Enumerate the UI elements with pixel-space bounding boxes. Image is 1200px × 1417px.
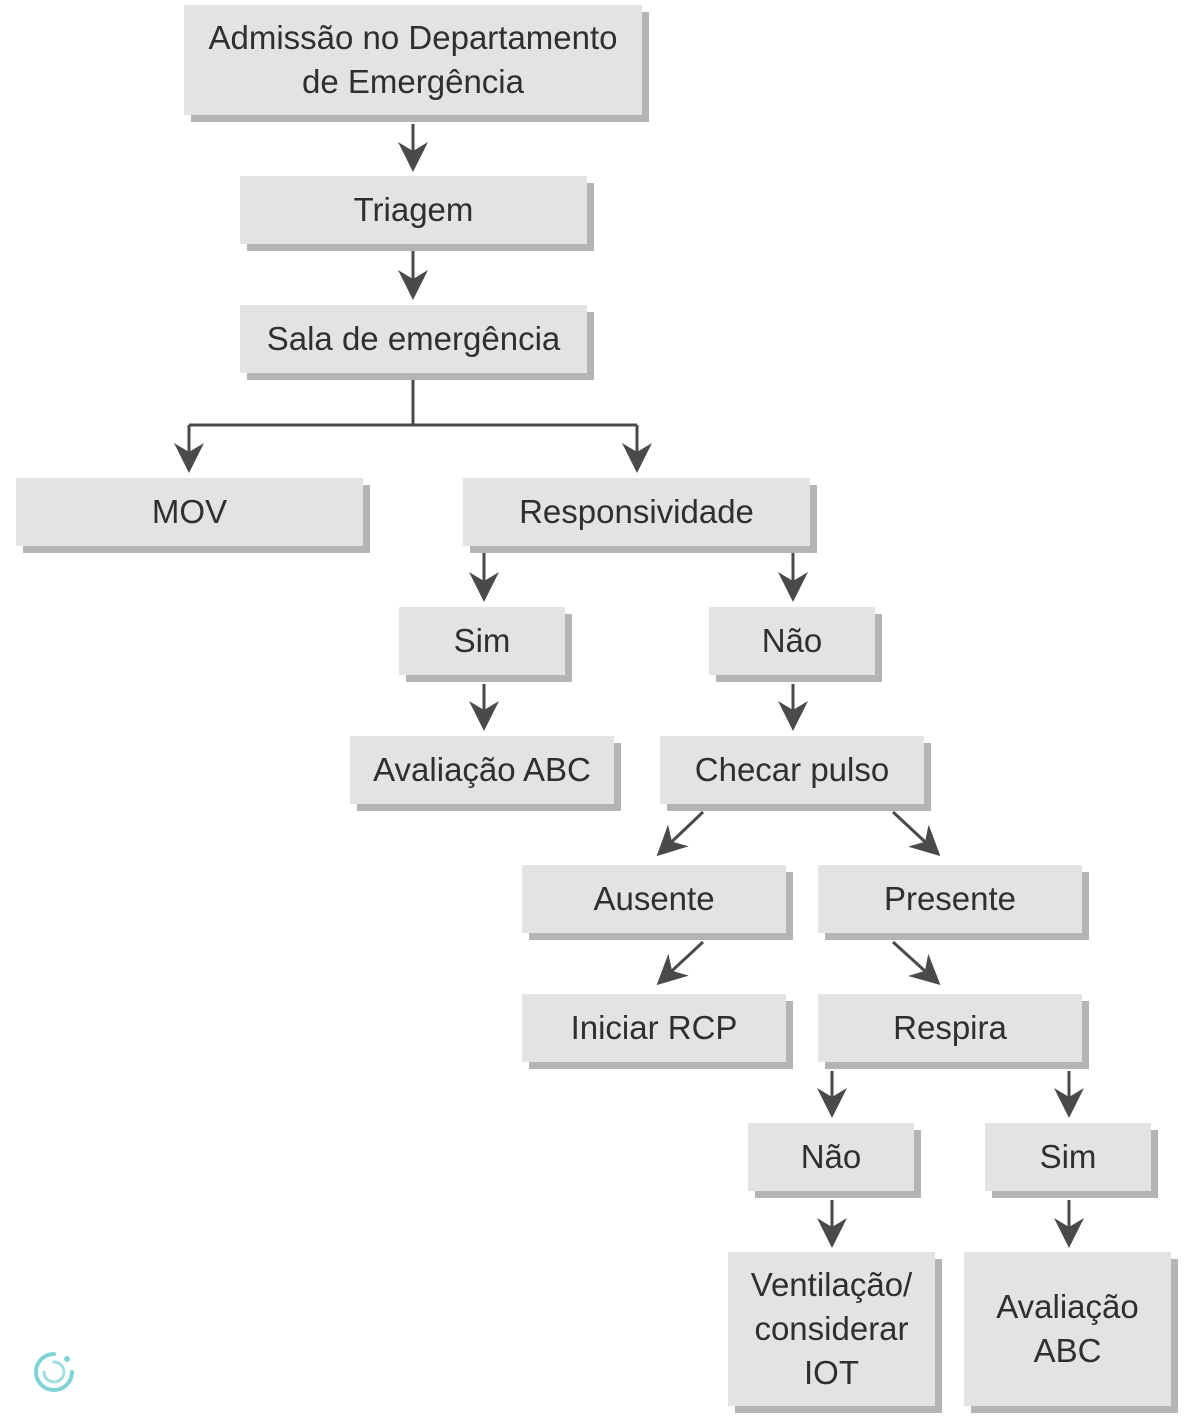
node-checar-pulso-label: Checar pulso <box>694 751 890 788</box>
node-triagem-label: Triagem <box>353 191 474 228</box>
node-admissao: Admissão no Departamento de Emergência <box>184 5 642 115</box>
node-respira: Respira <box>818 994 1082 1062</box>
arrow-checar-ausente <box>656 810 705 857</box>
node-checar-pulso: Checar pulso <box>660 736 924 804</box>
node-responsividade-nao: Não <box>709 607 875 675</box>
node-triagem: Triagem <box>240 176 587 244</box>
node-sala-emergencia: Sala de emergência <box>240 305 587 373</box>
arrow-presente-respira <box>891 940 941 986</box>
node-iniciar-rcp: Iniciar RCP <box>522 994 786 1062</box>
node-presente: Presente <box>818 865 1082 933</box>
node-mov: MOV <box>16 478 363 546</box>
node-avaliacao-abc-1-label: Avaliação ABC <box>373 751 591 788</box>
node-presente-label: Presente <box>883 880 1017 917</box>
node-respira-sim-label: Sim <box>1039 1138 1097 1175</box>
node-sala-emergencia-label: Sala de emergência <box>266 320 561 357</box>
node-admissao-label: Admissão no Departamento de Emergência <box>208 19 618 100</box>
node-respira-sim: Sim <box>985 1123 1151 1191</box>
spiral-logo-icon <box>34 1352 74 1392</box>
arrow-checar-presente <box>891 810 941 857</box>
node-ventilacao: Ventilação/ considerar IOT <box>728 1252 935 1406</box>
node-respira-nao: Não <box>748 1123 914 1191</box>
node-responsividade-nao-label: Não <box>761 622 823 659</box>
node-mov-label: MOV <box>151 493 228 530</box>
node-avaliacao-abc-1: Avaliação ABC <box>350 736 614 804</box>
node-ventilacao-label: Ventilação/ considerar IOT <box>750 1266 913 1391</box>
node-avaliacao-abc-2: Avaliação ABC <box>964 1252 1171 1406</box>
node-respira-label: Respira <box>893 1009 1007 1046</box>
node-ausente: Ausente <box>522 865 786 933</box>
node-avaliacao-abc-2-label: Avaliação ABC <box>996 1288 1139 1369</box>
node-responsividade: Responsividade <box>463 478 810 546</box>
node-respira-nao-label: Não <box>800 1138 862 1175</box>
arrow-ausente-rcp <box>656 940 705 986</box>
node-iniciar-rcp-label: Iniciar RCP <box>570 1009 738 1046</box>
node-ausente-label: Ausente <box>593 880 715 917</box>
node-responsividade-label: Responsividade <box>519 493 754 530</box>
node-responsividade-sim: Sim <box>399 607 565 675</box>
node-responsividade-sim-label: Sim <box>453 622 511 659</box>
